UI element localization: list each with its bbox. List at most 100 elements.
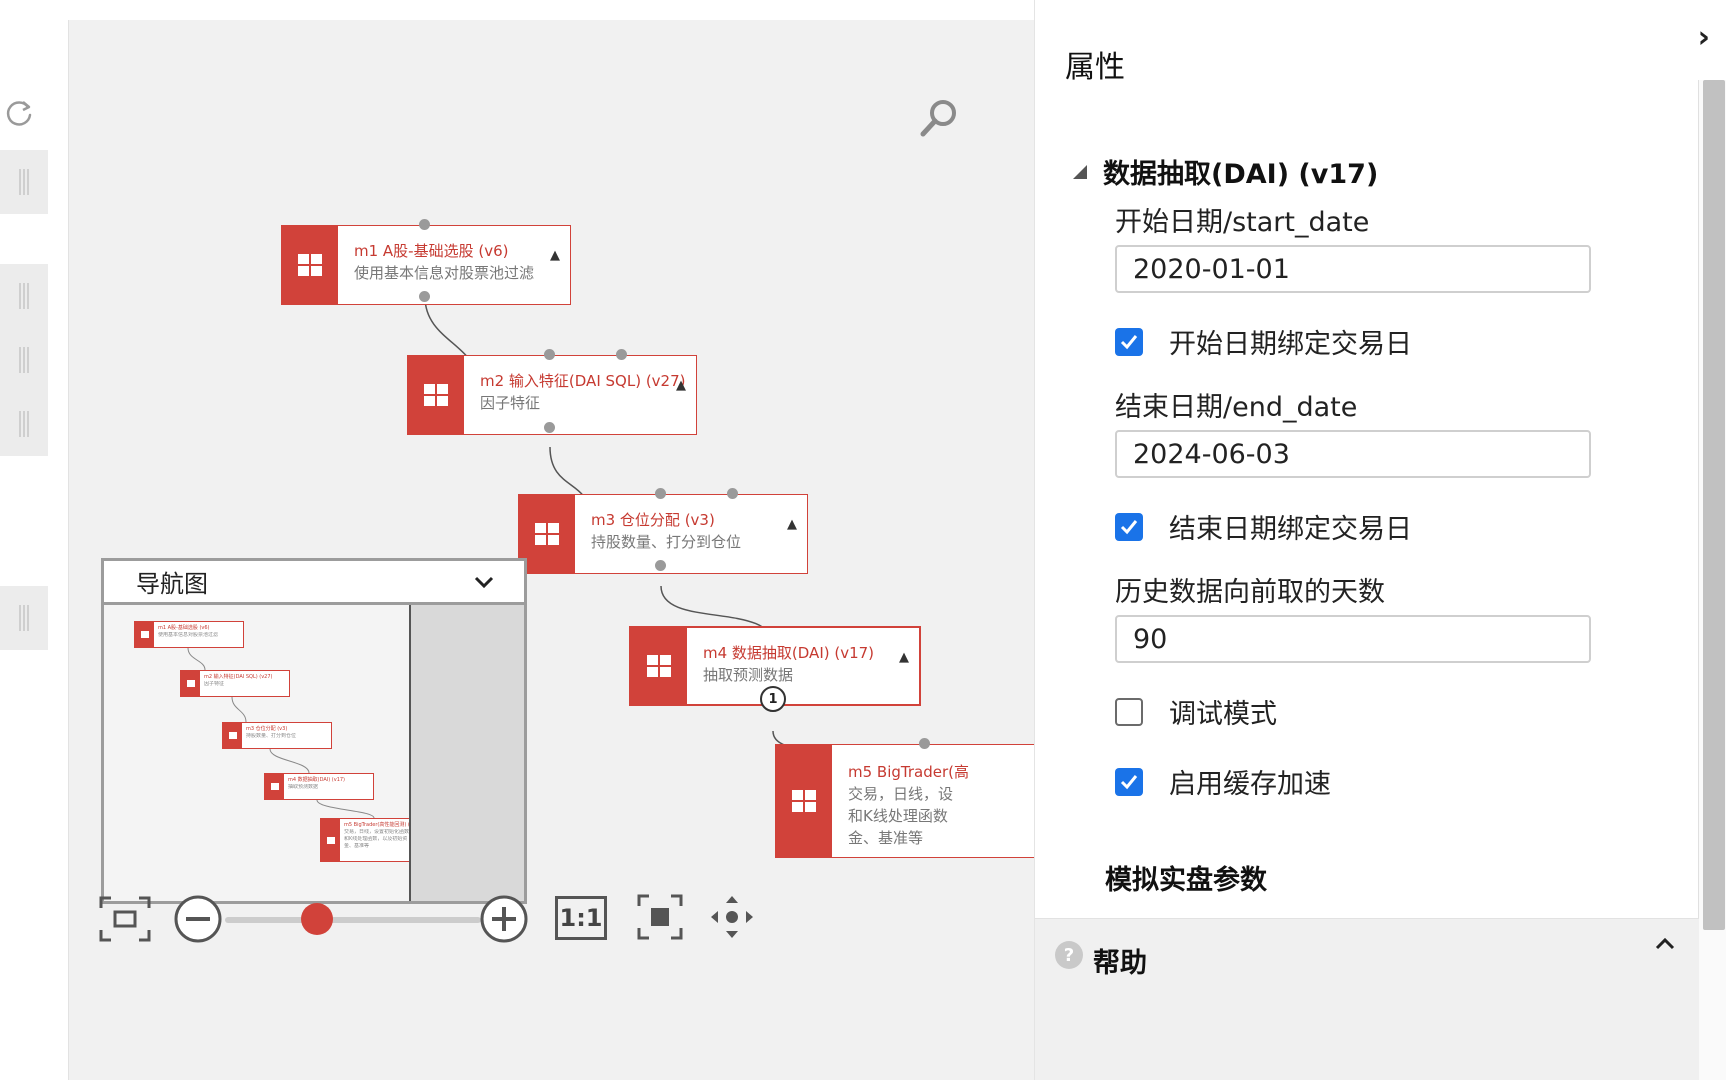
node-desc: 抽取预测数据 bbox=[703, 666, 794, 684]
input-port[interactable] bbox=[919, 738, 930, 749]
node-desc-line2: 和K线处理函数 bbox=[848, 807, 948, 825]
zoom-slider-thumb[interactable] bbox=[301, 903, 333, 935]
node-title: m2 输入特征(DAI SQL) (v27) bbox=[480, 372, 686, 390]
minimap-offscreen-area bbox=[409, 605, 524, 901]
section-title-simulation[interactable]: 模拟实盘参数 bbox=[1105, 865, 1267, 896]
drag-handle-icon bbox=[19, 283, 29, 309]
node-title: m3 仓位分配 (v3) bbox=[591, 511, 715, 529]
help-bar[interactable]: ? 帮助 bbox=[1035, 918, 1699, 1080]
output-port[interactable] bbox=[544, 422, 555, 433]
module-icon bbox=[776, 745, 832, 857]
node-desc: 因子特征 bbox=[480, 394, 541, 412]
start-date-label: 开始日期/start_date bbox=[1115, 207, 1370, 238]
history-days-input[interactable] bbox=[1115, 615, 1591, 663]
collapse-triangle-icon bbox=[1073, 164, 1087, 179]
check-icon bbox=[1120, 334, 1138, 349]
input-port[interactable] bbox=[727, 488, 738, 499]
rail-tab-1[interactable] bbox=[0, 150, 48, 214]
workflow-canvas[interactable]: m1 A股-基础选股 (v6) 使用基本信息对股票池过滤 ▲ m2 输入特征(D… bbox=[68, 20, 1034, 1080]
search-icon[interactable] bbox=[915, 96, 961, 142]
chevron-up-icon[interactable]: ▲ bbox=[899, 650, 909, 665]
panel-title: 属性 bbox=[1065, 50, 1125, 85]
help-icon: ? bbox=[1055, 941, 1083, 969]
help-label: 帮助 bbox=[1093, 948, 1147, 979]
drag-handle-icon bbox=[19, 411, 29, 437]
drag-handle-icon bbox=[19, 347, 29, 373]
start-bind-checkbox[interactable] bbox=[1115, 327, 1143, 356]
output-port-badge[interactable]: 1 bbox=[760, 686, 786, 712]
minimap-node: m1 A股-基础选股 (v6)使用基本信息对股票池过滤 bbox=[134, 621, 244, 648]
minimap-viewport[interactable]: m1 A股-基础选股 (v6)使用基本信息对股票池过滤 m2 输入特征(DAI … bbox=[104, 605, 524, 901]
minimap-connections bbox=[187, 647, 375, 819]
minimap-node: m4 数据抽取(DAI) (v17)抽取预测数据 bbox=[264, 773, 374, 800]
minimap-title: 导航图 bbox=[136, 570, 208, 598]
debug-label: 调试模式 bbox=[1169, 699, 1277, 730]
node-title: m5 BigTrader(高 bbox=[848, 763, 969, 781]
scrollbar[interactable] bbox=[1698, 80, 1726, 1080]
chevron-right-icon[interactable]: › bbox=[1697, 20, 1710, 55]
input-port[interactable] bbox=[616, 349, 627, 360]
minimap-node: m2 输入特征(DAI SQL) (v27)因子特征 bbox=[180, 670, 290, 697]
node-m5[interactable]: m5 BigTrader(高 交易，日线，设 和K线处理函数 金、基准等 bbox=[775, 744, 1034, 858]
check-icon bbox=[1120, 774, 1138, 789]
scroll-thumb[interactable] bbox=[1703, 80, 1725, 930]
end-bind-row[interactable]: 结束日期绑定交易日 bbox=[1115, 507, 1412, 546]
module-icon bbox=[408, 356, 464, 434]
end-bind-checkbox[interactable] bbox=[1115, 512, 1143, 541]
end-date-input[interactable] bbox=[1115, 430, 1591, 478]
zoom-out-icon[interactable] bbox=[173, 894, 223, 944]
section-header[interactable]: 数据抽取(DAI) (v17) bbox=[1073, 152, 1378, 191]
zoom-toolbar: 1:1 bbox=[69, 890, 1034, 950]
move-icon[interactable] bbox=[709, 894, 755, 940]
chevron-up-icon[interactable]: ▲ bbox=[550, 248, 560, 263]
properties-panel: 属性 › 数据抽取(DAI) (v17) 开始日期/start_date 开始日… bbox=[1034, 0, 1726, 1080]
refresh-icon[interactable] bbox=[4, 98, 34, 128]
rail-tab-4[interactable] bbox=[0, 392, 48, 456]
rail-tab-3[interactable] bbox=[0, 328, 48, 392]
rail-tab-2[interactable] bbox=[0, 264, 48, 328]
drag-handle-icon bbox=[19, 169, 29, 195]
actual-size-button[interactable]: 1:1 bbox=[555, 896, 607, 940]
minimap-node: m3 仓位分配 (v3)持股数量、打分到仓位 bbox=[222, 722, 332, 749]
zoom-in-icon[interactable] bbox=[479, 894, 529, 944]
module-icon bbox=[519, 495, 575, 573]
output-port[interactable] bbox=[419, 291, 430, 302]
node-desc: 交易，日线，设 bbox=[848, 785, 954, 803]
node-desc: 持股数量、打分到仓位 bbox=[591, 533, 742, 551]
start-bind-label: 开始日期绑定交易日 bbox=[1169, 329, 1412, 360]
node-desc: 使用基本信息对股票池过滤 bbox=[354, 264, 535, 282]
chevron-up-icon[interactable]: ▲ bbox=[787, 517, 797, 532]
module-icon bbox=[282, 226, 338, 304]
end-bind-label: 结束日期绑定交易日 bbox=[1169, 514, 1412, 545]
start-bind-row[interactable]: 开始日期绑定交易日 bbox=[1115, 322, 1412, 361]
node-title: m4 数据抽取(DAI) (v17) bbox=[703, 644, 875, 662]
node-desc-line3: 金、基准等 bbox=[848, 829, 924, 847]
cache-label: 启用缓存加速 bbox=[1169, 769, 1331, 800]
input-port[interactable] bbox=[544, 349, 555, 360]
fit-screen-icon[interactable] bbox=[99, 896, 151, 942]
left-rail bbox=[0, 0, 68, 1080]
drag-handle-icon bbox=[19, 605, 29, 631]
chevron-up-icon[interactable] bbox=[1655, 937, 1675, 951]
start-date-input[interactable] bbox=[1115, 245, 1591, 293]
cache-checkbox[interactable] bbox=[1115, 767, 1143, 796]
end-date-label: 结束日期/end_date bbox=[1115, 392, 1358, 423]
chevron-down-icon[interactable] bbox=[474, 575, 494, 589]
node-title: m1 A股-基础选股 (v6) bbox=[354, 242, 509, 260]
minimap-header[interactable]: 导航图 bbox=[104, 561, 524, 605]
chevron-up-icon[interactable]: ▲ bbox=[676, 378, 686, 393]
zoom-slider[interactable] bbox=[225, 917, 481, 923]
input-port[interactable] bbox=[655, 488, 666, 499]
minimap[interactable]: 导航图 m1 A股-基础选股 (v6)使用基本信息对股票池过滤 bbox=[101, 558, 527, 904]
node-m2[interactable]: m2 输入特征(DAI SQL) (v27) 因子特征 ▲ bbox=[407, 355, 697, 435]
input-port[interactable] bbox=[419, 219, 430, 230]
module-icon bbox=[631, 628, 687, 704]
cache-row[interactable]: 启用缓存加速 bbox=[1115, 762, 1331, 801]
rail-tab-5[interactable] bbox=[0, 586, 48, 650]
output-port[interactable] bbox=[655, 560, 666, 571]
center-icon[interactable] bbox=[637, 894, 683, 940]
history-days-label: 历史数据向前取的天数 bbox=[1115, 577, 1385, 608]
debug-checkbox[interactable] bbox=[1115, 697, 1143, 726]
debug-row[interactable]: 调试模式 bbox=[1115, 692, 1277, 731]
check-icon bbox=[1120, 519, 1138, 534]
